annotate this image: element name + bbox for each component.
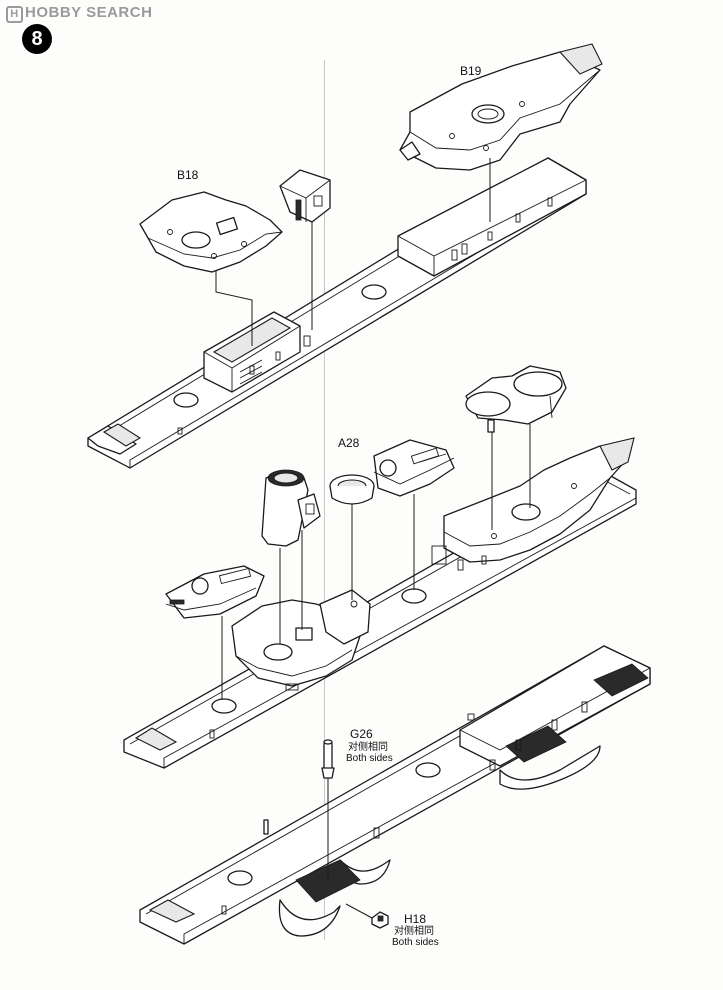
label-a28: A28	[338, 436, 360, 450]
middle-hull-deck	[123, 437, 637, 769]
note-h18-cn: 对侧相同	[394, 926, 434, 937]
lower-hull-deck	[139, 645, 651, 945]
part-b18-deck	[139, 191, 283, 273]
gun-mount-part-upper	[373, 439, 455, 497]
watermark-logo-icon: H	[6, 6, 23, 23]
watermark-text: HOBBY SEARCH	[25, 4, 153, 21]
part-b19-deck	[399, 43, 603, 171]
label-g26: G26	[350, 727, 373, 741]
bracket-part-top	[279, 169, 331, 223]
funnel-part	[261, 469, 321, 547]
note-g26-en: Both sides	[346, 753, 393, 764]
b18-guide-line	[215, 270, 253, 346]
label-b18: B18	[177, 168, 199, 182]
note-g26-cn: 对侧相同	[348, 742, 388, 753]
part-a28-ring	[329, 474, 375, 505]
part-h18-fitting	[371, 911, 389, 929]
page-fold-line	[324, 60, 325, 940]
label-h18: H18	[404, 912, 427, 926]
round-tower-part	[465, 365, 567, 433]
upper-hull-deck	[87, 157, 587, 469]
gun-mount-part-lower	[165, 565, 265, 619]
step-number-badge: 8	[22, 24, 52, 54]
label-b19: B19	[460, 64, 482, 78]
note-h18-en: Both sides	[392, 937, 439, 948]
part-g26-rod	[321, 739, 335, 779]
h18-guide-line	[345, 903, 373, 919]
